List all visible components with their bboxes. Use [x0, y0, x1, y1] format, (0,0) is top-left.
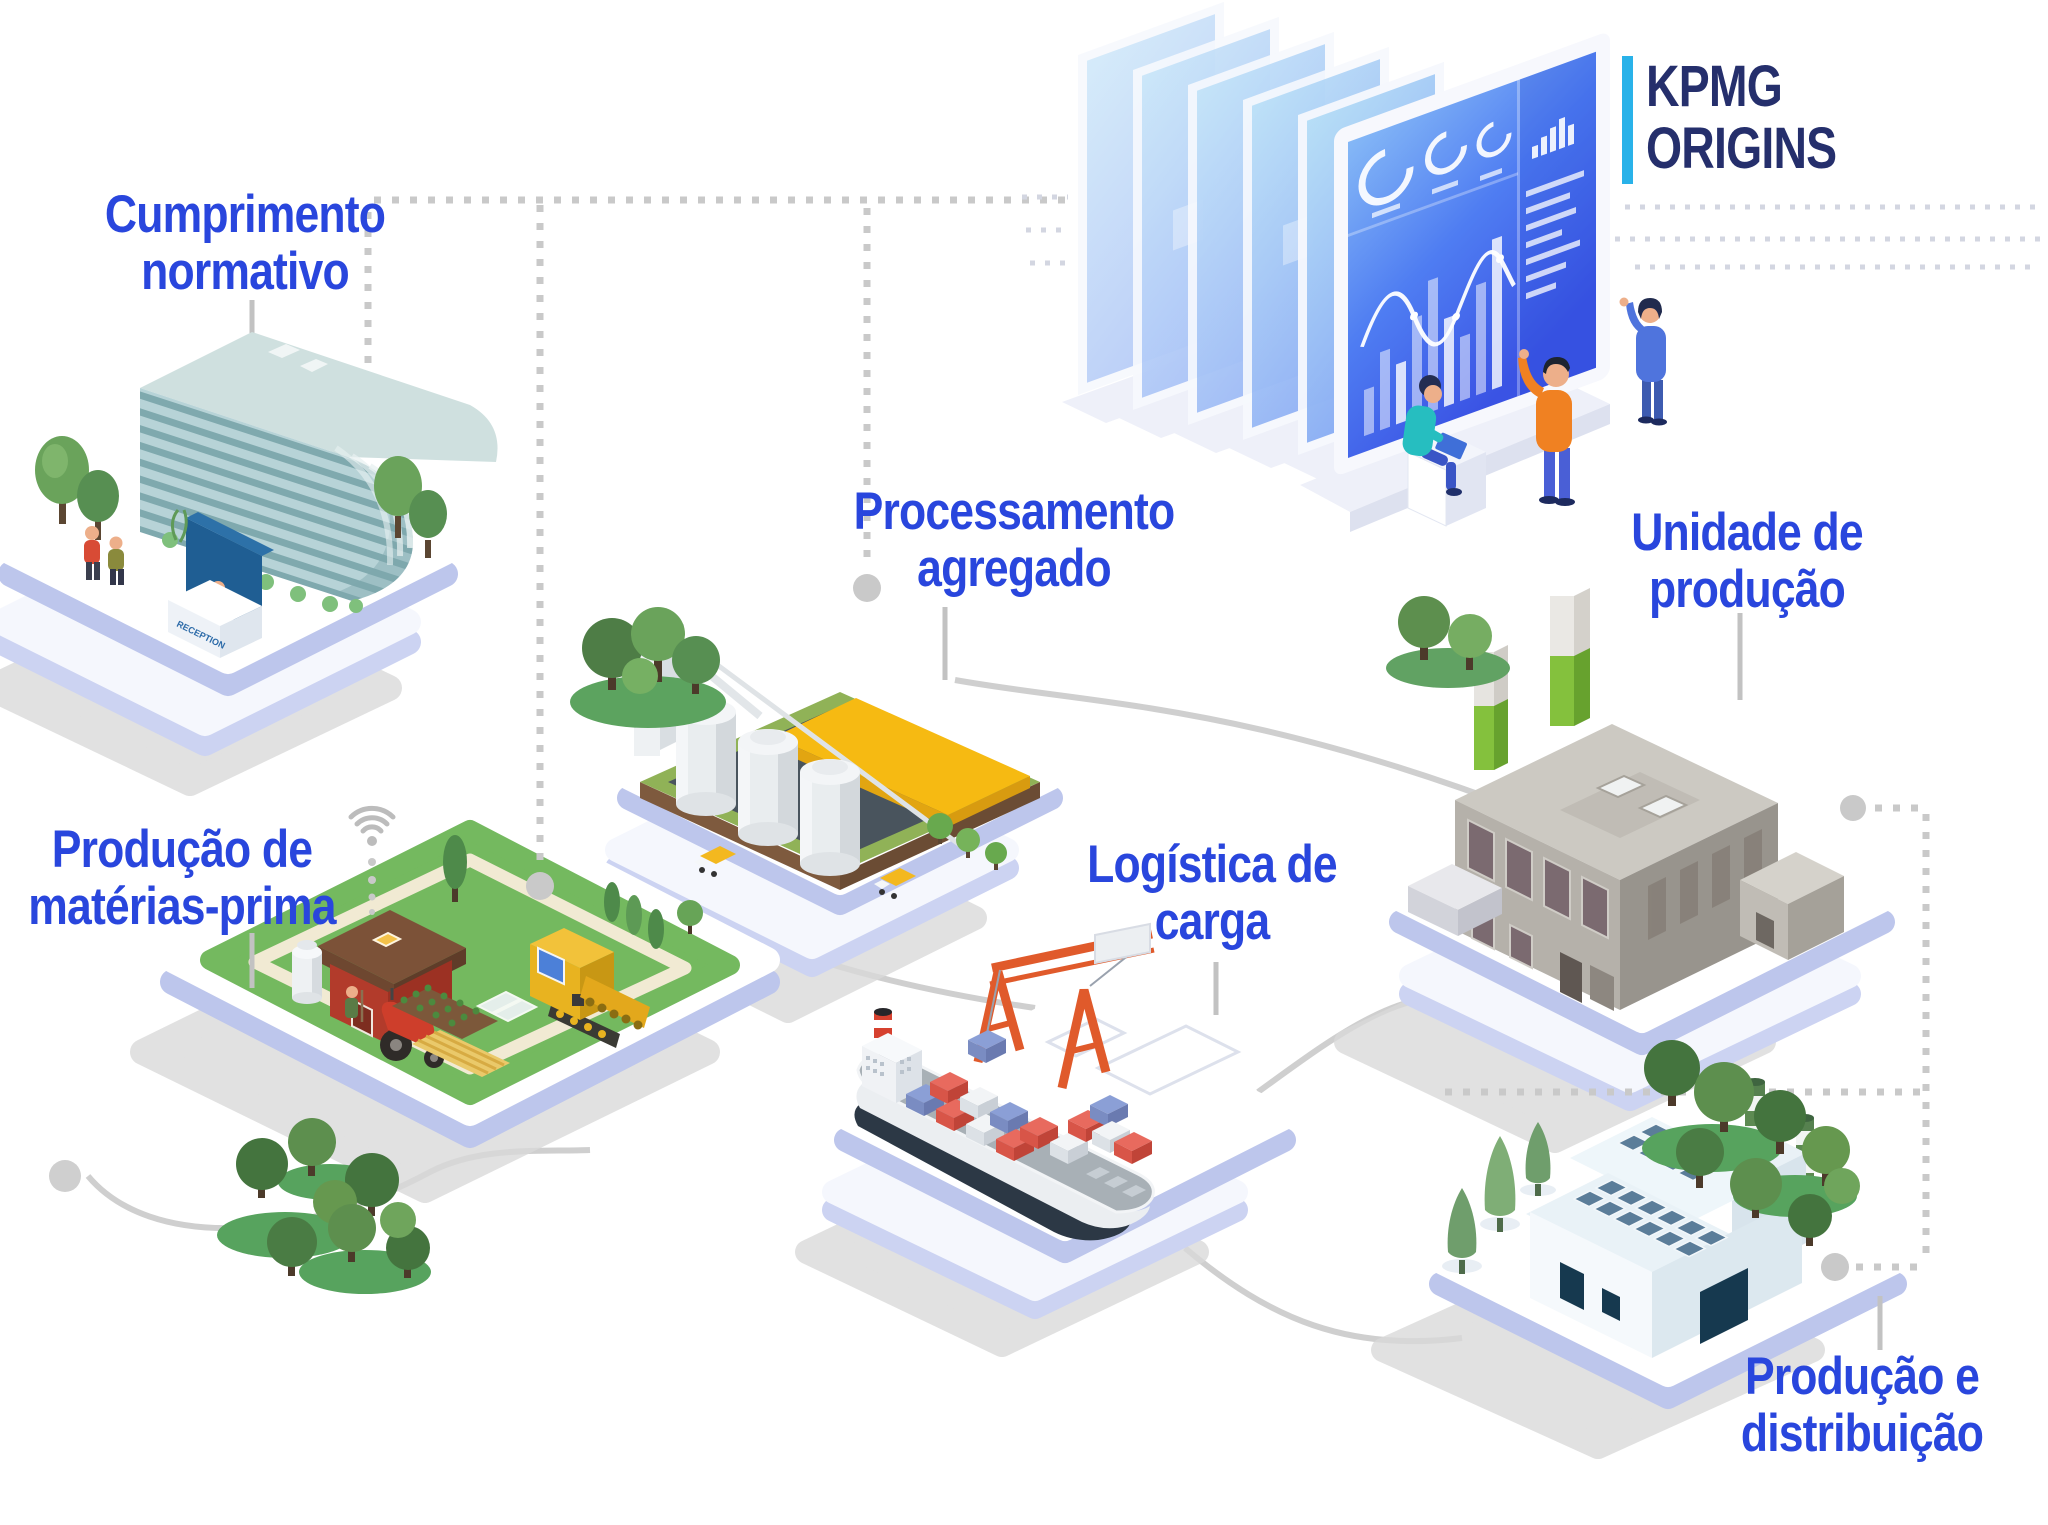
line-chart-points [1410, 254, 1504, 321]
decorative-dots-right [1615, 204, 2040, 270]
scene-processing [570, 607, 1063, 1023]
silo-tanks [676, 699, 860, 876]
factory-windows-front [1467, 818, 1609, 970]
reception-desk: RECEPTION [168, 509, 274, 658]
trucks [694, 846, 916, 899]
factory-chimneys [1474, 588, 1590, 770]
combine-harvester [530, 928, 650, 1048]
farm-silo-tank [292, 940, 322, 1004]
conifer-trees [1442, 1122, 1556, 1274]
tractor [380, 988, 444, 1068]
kpmg-origins-logo: KPMG ORIGINS [1622, 56, 1884, 184]
trees [236, 1118, 430, 1278]
chart-captions [1372, 167, 1502, 219]
person-sitting-laptop [1402, 375, 1486, 527]
decorative-dots-left [1022, 194, 1070, 266]
warehouse-building [1526, 1117, 1806, 1358]
farm-tree-cluster [217, 1118, 431, 1294]
donut-charts [1358, 120, 1512, 206]
mini-bar-chart [1532, 117, 1574, 160]
office-trees [35, 436, 447, 558]
logo-line-kpmg: KPMG [1646, 54, 1783, 119]
person-pointing [1518, 349, 1575, 506]
grain-field [774, 698, 1030, 815]
factory-trees-back [1386, 596, 1510, 688]
logo-accent-bar [1622, 56, 1633, 184]
logo-line-origins: ORIGINS [1646, 116, 1837, 181]
crop-rows [392, 984, 498, 1039]
factory-building [1408, 588, 1844, 1011]
scene-raw-materials [130, 794, 780, 1294]
dashboard-screen [1334, 33, 1610, 475]
hanging-container [968, 1030, 1006, 1063]
ship-containers [906, 1072, 1088, 1164]
wheat-strips [412, 1030, 510, 1077]
wifi-dotted-trail [368, 858, 376, 915]
silos-trees [927, 813, 1007, 870]
analytics-dashboard-hub [1062, 1, 1667, 532]
solar-panels [1572, 1123, 1733, 1258]
silos-tree-cluster [570, 607, 726, 728]
dock-container-stack [1068, 1095, 1152, 1164]
office-people [84, 526, 124, 585]
farmer [345, 986, 364, 1022]
farm-trees [443, 835, 703, 949]
cargo-ship [854, 1008, 1155, 1241]
scene-logistics [795, 922, 1296, 1357]
text-lines [1526, 170, 1584, 300]
scene-production-unit [1334, 588, 1895, 1153]
person-standing [1619, 297, 1667, 426]
greenhouses [475, 990, 539, 1023]
distribution-dots [1821, 1253, 1920, 1281]
factory-tree-cluster-front [1642, 1040, 1860, 1246]
scene-compliance: RECEPTION [0, 332, 498, 796]
wifi-icon [348, 805, 396, 846]
